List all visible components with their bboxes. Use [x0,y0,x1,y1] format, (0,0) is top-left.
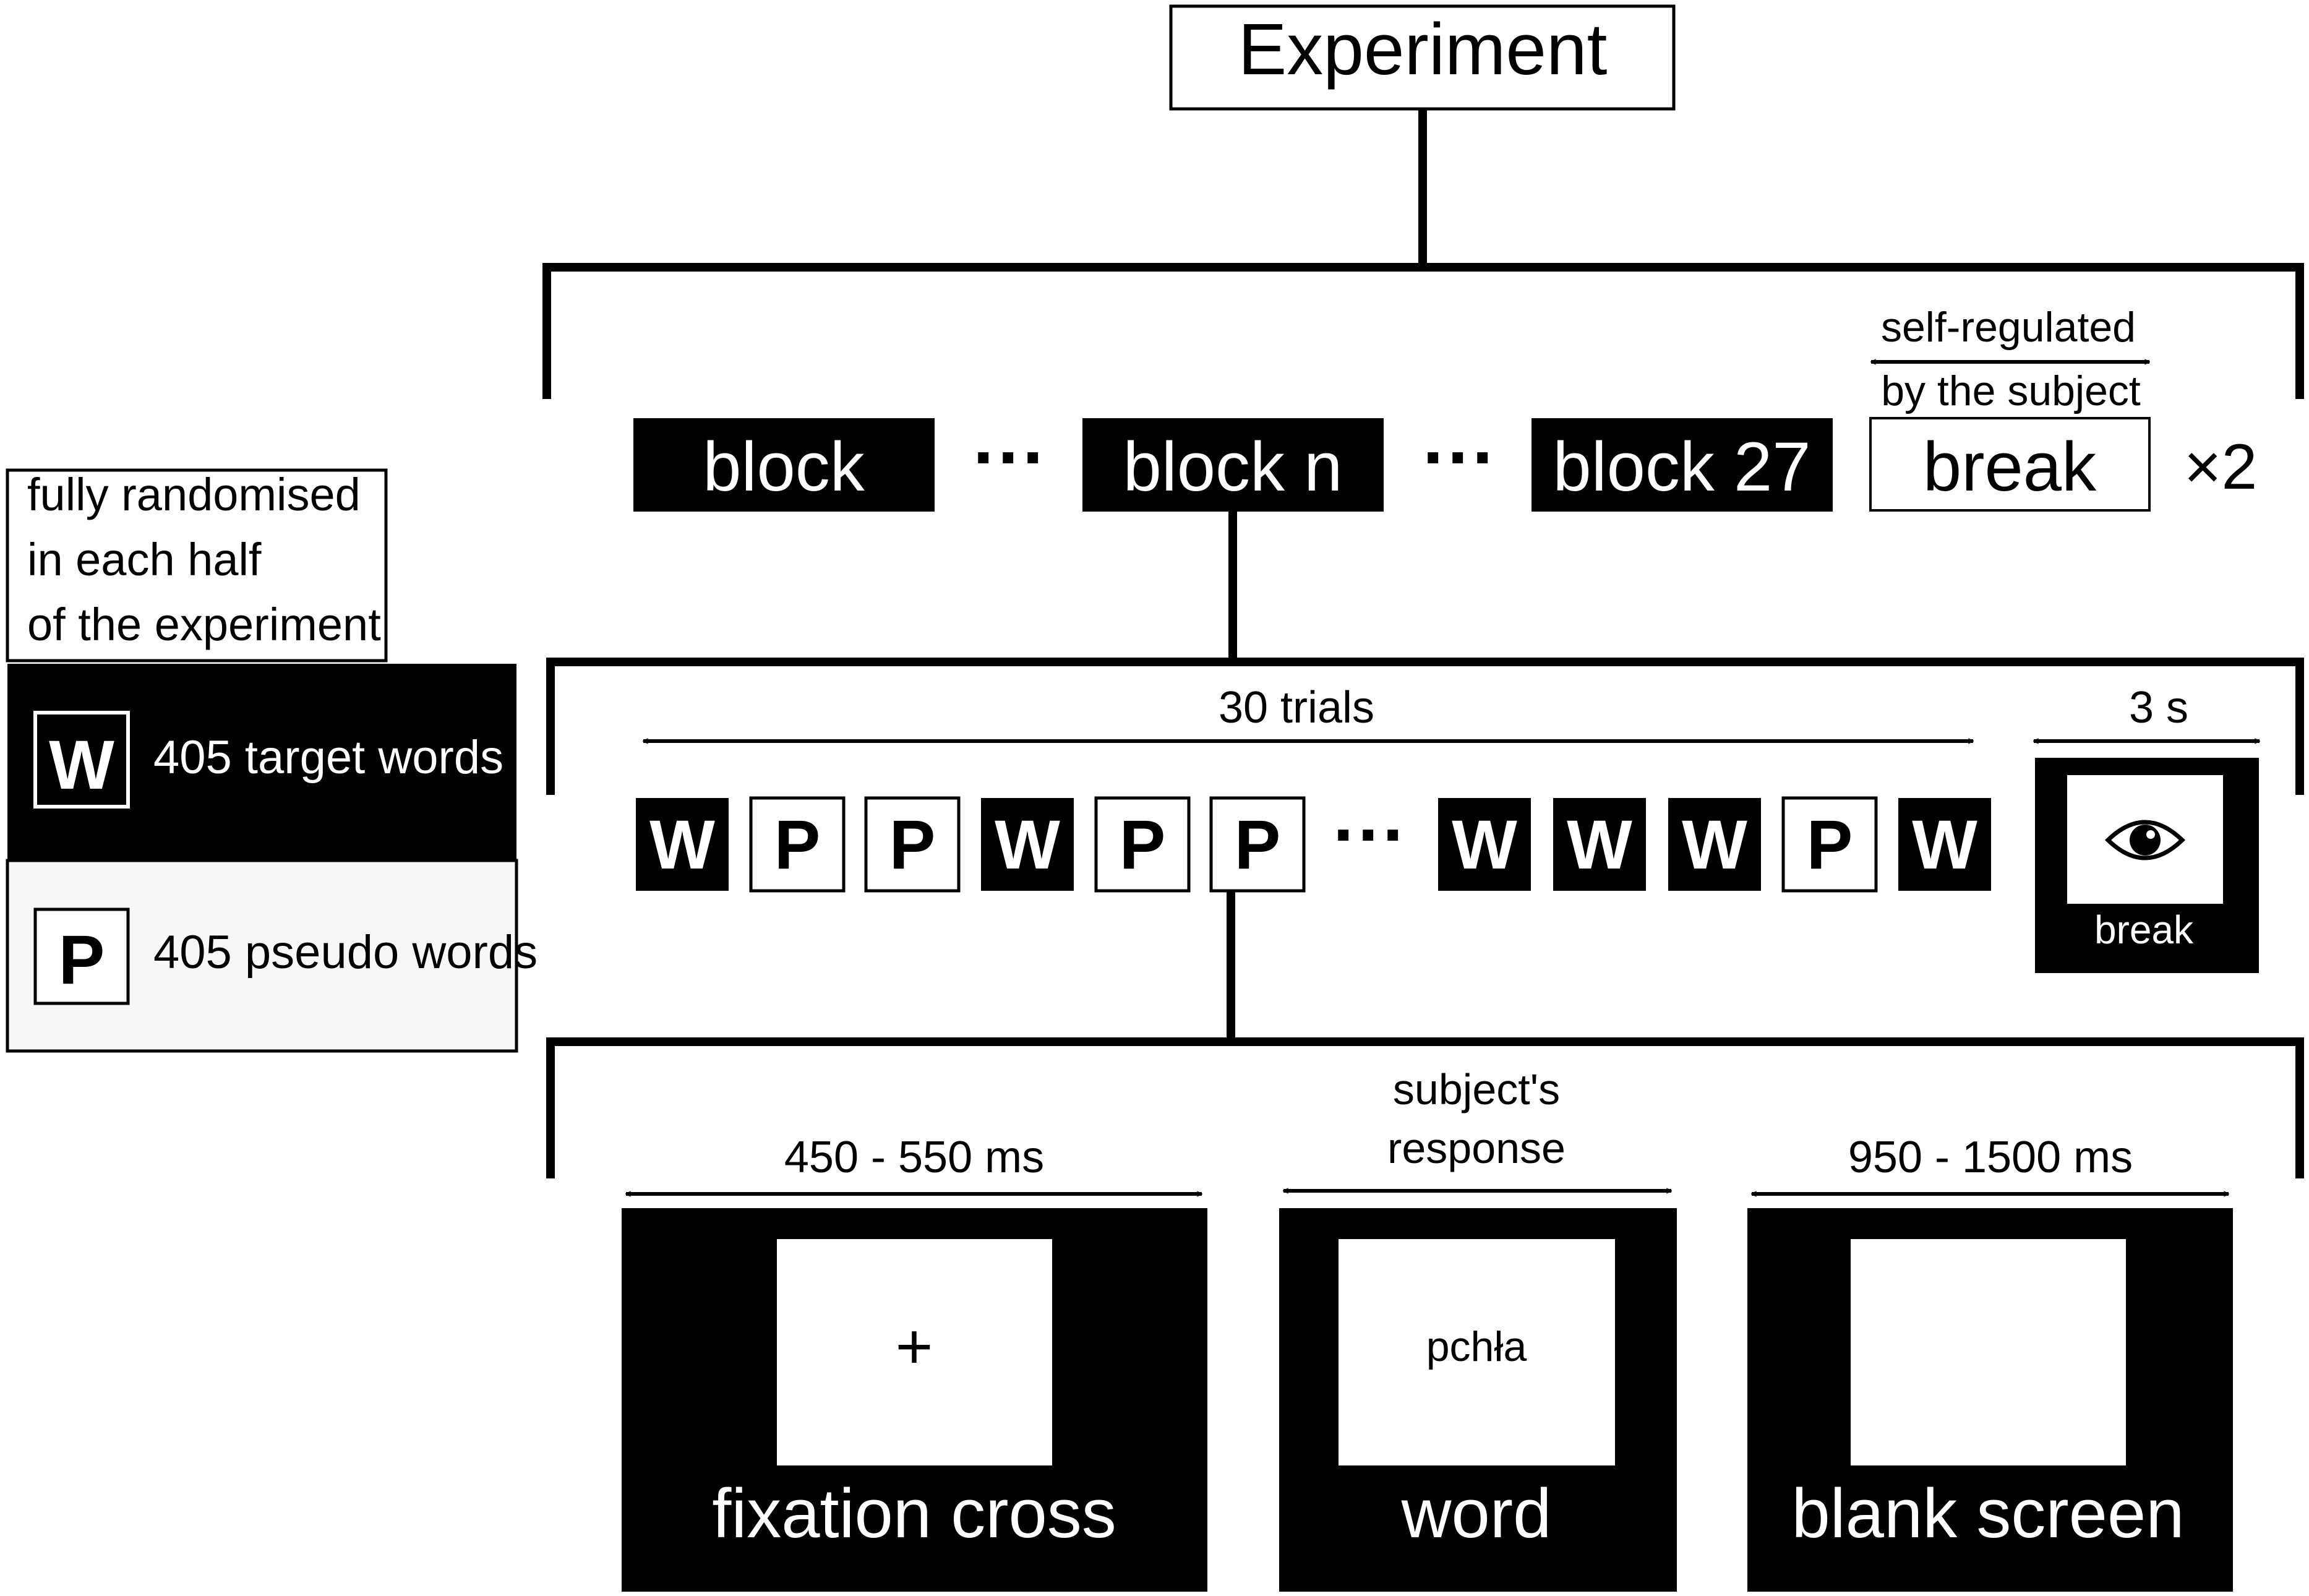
phase-word-duration-line1: subject's [1393,1065,1560,1113]
trial-tile: P [864,796,961,893]
trial-tile: W [1553,798,1646,891]
trials-count-label: 30 trials [1219,683,1374,732]
block-first: block [633,418,935,512]
break-block-label: break [1923,428,2097,505]
trial-tile: P [1209,796,1306,893]
phase-word: subject's response pchła word [1279,1065,1677,1592]
bracket-blocks [542,263,2304,399]
phase-fixation-name: fixation cross [712,1475,1116,1552]
break-block: break [1869,417,2151,512]
phase-word-duration-line2: response [1387,1124,1566,1172]
block-ellipsis-2: ··· [1423,416,1497,499]
trial-tile: W [1898,798,1991,891]
legend-pseudo-letter: P [59,921,105,998]
phase-blank-name: blank screen [1791,1475,2184,1552]
legend-note-line2: in each half [27,534,262,585]
block-ellipsis-1: ··· [973,416,1047,499]
legend-word-text: 405 target words [153,731,503,784]
trial-tile: W [1438,798,1531,891]
block-n: block n [1082,418,1384,512]
trial-tile: P [1094,796,1191,893]
trial-tile: P [749,796,846,893]
block-first-label: block [703,428,865,505]
experiment-title: Experiment [1238,9,1608,90]
legend: fully randomised in each half of the exp… [6,468,538,1053]
repeat-label: ×2 [2184,431,2258,503]
phase-fixation-content: + [896,1311,933,1383]
trial-break-label: break [2094,907,2194,952]
legend-pseudo-glyph [33,907,130,1005]
trial-tile-letter: W [995,806,1060,883]
legend-pseudo-text: 405 pseudo words [153,926,538,979]
legend-note-line3: of the experiment [27,599,381,650]
trial-tile-letter: W [1682,806,1747,883]
trial-tile-letter: W [1912,806,1977,883]
trial-break: 3 s break [2034,683,2260,973]
trial-tile-letter: W [1567,806,1632,883]
bracket-phases [546,1037,2304,1178]
phase-word-content: pchła [1426,1323,1527,1370]
phase-blank-duration: 950 - 1500 ms [1848,1133,2133,1182]
experiment-title-box: Experiment [1169,4,1676,111]
break-annotation-line2: by the subject [1881,367,2141,414]
trial-break-duration: 3 s [2129,683,2188,732]
trial-tile: W [1668,798,1761,891]
phase-fixation: 450 - 550 ms + fixation cross [622,1133,1207,1592]
block-27: block 27 [1531,418,1833,512]
break-annotation-line1: self-regulated [1881,304,2136,351]
block-n-label: block n [1123,428,1343,505]
phase-fixation-duration: 450 - 550 ms [784,1133,1044,1182]
trial-tile: P [1781,796,1878,893]
phase-blank: 950 - 1500 ms blank screen [1747,1133,2233,1592]
bracket-trials [546,658,2304,795]
trial-tile-letter: P [1807,806,1853,883]
phase-word-name: word [1401,1475,1552,1552]
trial-ellipsis: ··· [1333,793,1407,876]
legend-note-box [6,468,388,663]
legend-item-pseudowords: P 405 pseudo words [6,859,538,1053]
trial-tile-letter: P [1235,806,1281,883]
legend-word-glyph [33,711,130,809]
trial-tile-letter: W [649,806,715,883]
trial-tile-letter: P [774,806,821,883]
legend-note-line1: fully randomised [27,469,361,520]
trial-tile-letter: P [1120,806,1166,883]
legend-item-words: W 405 target words [7,664,516,860]
trial-tile-letter: W [1452,806,1517,883]
eye-icon [2104,820,2186,860]
legend-word-letter: W [49,726,114,804]
trial-tile: W [981,798,1074,891]
block-row: block ··· block n ··· block 27 break sel… [633,304,2257,512]
trial-tile-letter: P [889,806,936,883]
block-27-label: block 27 [1553,428,1810,505]
trial-tile: W [636,798,729,891]
